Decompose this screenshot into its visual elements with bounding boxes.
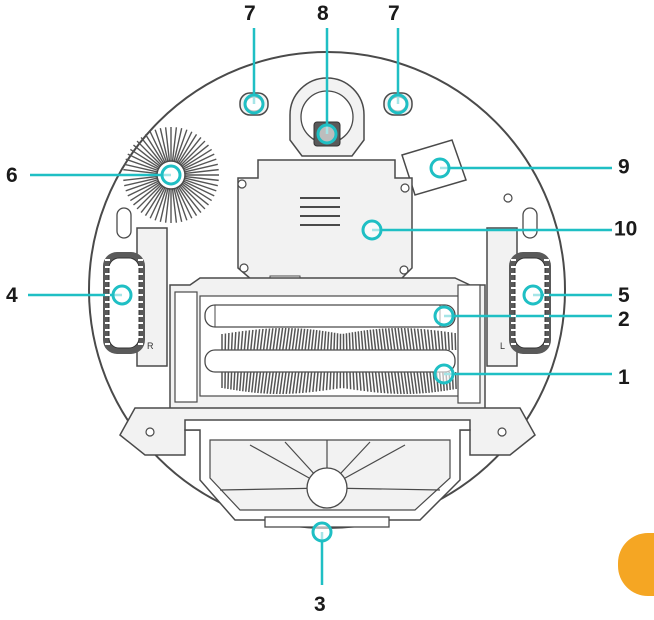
dust-bin [184, 419, 471, 528]
callout-c2: 2 [433, 305, 630, 331]
callout-c3: 3 [311, 521, 333, 616]
callout-number: 3 [314, 593, 326, 616]
marker-ring-icon [361, 219, 383, 241]
callout-c4: 4 [6, 284, 133, 307]
callout-number: 9 [618, 156, 630, 179]
callout-number: 2 [618, 308, 630, 331]
right-wheel-letter: R [147, 341, 154, 351]
marker-ring-icon [387, 93, 409, 115]
marker-ring-icon [111, 284, 133, 306]
callout-c8: 8 [316, 2, 338, 145]
callout-number: 6 [6, 164, 18, 187]
callout-number: 7 [244, 2, 256, 25]
left-wheel-letter: L [500, 341, 505, 351]
callout-c5: 5 [522, 284, 630, 307]
callout-number: 10 [614, 218, 637, 241]
marker-ring-icon [429, 157, 451, 179]
callout-number: 7 [388, 2, 400, 25]
marker-ring-icon [160, 164, 182, 186]
callout-number: 5 [618, 284, 630, 307]
page-tab [618, 533, 654, 596]
marker-ring-icon [433, 305, 455, 327]
callout-layer: 7 8 7 6 9 10 4 52 1 3 [6, 2, 637, 616]
marker-ring-icon [316, 123, 338, 145]
callout-c1: 1 [433, 363, 630, 389]
battery-cover [237, 159, 413, 287]
main-brush-compartment [169, 277, 486, 411]
callout-c7a: 7 [243, 2, 265, 115]
marker-ring-icon [433, 363, 455, 385]
marker-ring-icon [522, 284, 544, 306]
callout-number: 1 [618, 366, 630, 389]
callout-number: 8 [317, 2, 329, 25]
callout-number: 4 [6, 284, 18, 307]
marker-ring-icon [311, 521, 333, 543]
marker-ring-icon [243, 93, 265, 115]
callout-c7b: 7 [387, 2, 409, 115]
callout-c10: 10 [361, 218, 637, 241]
callout-c6: 6 [6, 164, 182, 187]
callout-c9: 9 [429, 156, 630, 179]
